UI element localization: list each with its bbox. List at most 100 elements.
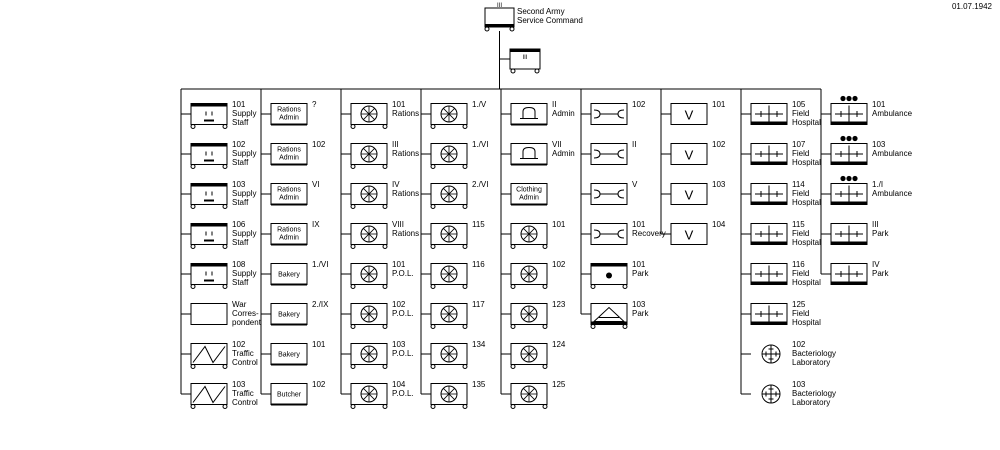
wheel-right-icon xyxy=(462,124,468,129)
wheel-right-icon xyxy=(622,324,628,329)
heavy-bar xyxy=(191,143,227,147)
unit-size-dot xyxy=(846,95,852,102)
transport-designation: III xyxy=(522,55,527,61)
heavy-bar xyxy=(191,263,227,267)
unit-size-dot xyxy=(852,95,858,102)
inner-label: Rations xyxy=(277,147,301,154)
spoke xyxy=(363,148,375,160)
wheel-right-icon xyxy=(222,244,228,249)
unit-symbol: 125 xyxy=(510,380,566,409)
spoke xyxy=(443,268,455,280)
heavy-bar xyxy=(591,263,627,267)
unit-label: Hospital xyxy=(792,278,821,287)
inner-label: Clothing xyxy=(516,187,542,194)
wheel-left-icon xyxy=(430,284,436,289)
unit-symbol: 124 xyxy=(510,340,566,369)
heavy-bar xyxy=(831,281,867,285)
inner-label: Admin xyxy=(519,195,539,202)
wheel-right-icon xyxy=(462,244,468,249)
unit-symbol: 123 xyxy=(510,300,566,329)
unit-box xyxy=(510,143,548,165)
wrench-jaw xyxy=(617,189,625,199)
wheel-right-icon xyxy=(382,164,388,169)
unit-number: 1./V xyxy=(472,100,487,109)
inner-label: Admin xyxy=(279,155,299,162)
unit-label: Hospital xyxy=(792,318,821,327)
heavy-bar xyxy=(591,321,627,325)
inner-label: Bakery xyxy=(278,312,300,319)
wheel-left-icon xyxy=(430,404,436,409)
v-mark-icon: V xyxy=(685,188,694,203)
wheel-right-icon xyxy=(382,324,388,329)
unit-label: Laboratory xyxy=(792,358,830,367)
heavy-bar xyxy=(191,183,227,187)
wheel-right-icon xyxy=(222,124,228,129)
unit-label: Traffic xyxy=(232,349,254,358)
unit-number: 103 xyxy=(872,140,886,149)
unit-number: ? xyxy=(312,100,317,109)
unit-number: 102 xyxy=(232,140,246,149)
unit-number: 115 xyxy=(792,220,805,229)
unit-number: 102 xyxy=(552,260,566,269)
v-mark-icon: V xyxy=(685,228,694,243)
unit-number: II xyxy=(632,140,636,149)
unit-number: 1./VI xyxy=(472,140,488,149)
wheel-left-icon xyxy=(430,204,436,209)
wheel-right-icon xyxy=(462,284,468,289)
unit-symbol: 1./V xyxy=(430,100,487,129)
unit-size-dot xyxy=(852,135,858,142)
hq-designation: III xyxy=(497,3,502,9)
heavy-bar xyxy=(191,103,227,107)
unit-number: 102 xyxy=(632,100,646,109)
connector-lines xyxy=(180,31,831,395)
unit-symbol: 101 xyxy=(510,220,566,249)
zigzag-icon xyxy=(192,385,226,404)
spoke xyxy=(523,308,535,320)
unit-label: Rations xyxy=(392,189,419,198)
wheel-right-icon xyxy=(542,244,548,249)
wheel-left-icon xyxy=(350,324,356,329)
unit-box xyxy=(670,143,708,165)
unit-label: Field xyxy=(792,109,809,118)
unit-label: Corres- xyxy=(232,309,259,318)
unit-number: 103 xyxy=(712,180,726,189)
v-mark-icon: V xyxy=(685,148,694,163)
wheel-left-icon xyxy=(190,404,196,409)
unit-number: 103 xyxy=(232,180,246,189)
unit-label: Field xyxy=(792,269,809,278)
unit-number: 116 xyxy=(792,260,805,269)
dot-icon xyxy=(606,272,612,279)
wrench-jaw xyxy=(617,109,625,119)
wheel-left-icon xyxy=(190,204,196,209)
wheel-left-icon xyxy=(190,244,196,249)
unit-label: Park xyxy=(632,269,649,278)
unit-label: Supply xyxy=(232,189,256,198)
wheel-left-icon xyxy=(510,68,516,74)
unit-number: 103 xyxy=(632,300,646,309)
unit-label: Field xyxy=(792,149,809,158)
unit-label: Field xyxy=(792,229,809,238)
wheel-right-icon xyxy=(462,324,468,329)
unit-number: 107 xyxy=(792,140,806,149)
wheel-left-icon xyxy=(350,164,356,169)
wheel-left-icon xyxy=(350,364,356,369)
heavy-bar xyxy=(751,201,787,205)
spoke xyxy=(523,388,535,400)
spoke xyxy=(363,348,375,360)
heavy-bar xyxy=(751,161,787,165)
wheel-right-icon xyxy=(622,284,628,289)
spoke xyxy=(363,268,375,280)
unit-number: 102 xyxy=(792,340,806,349)
inner-label: Admin xyxy=(279,195,299,202)
wheel-right-icon xyxy=(542,324,548,329)
